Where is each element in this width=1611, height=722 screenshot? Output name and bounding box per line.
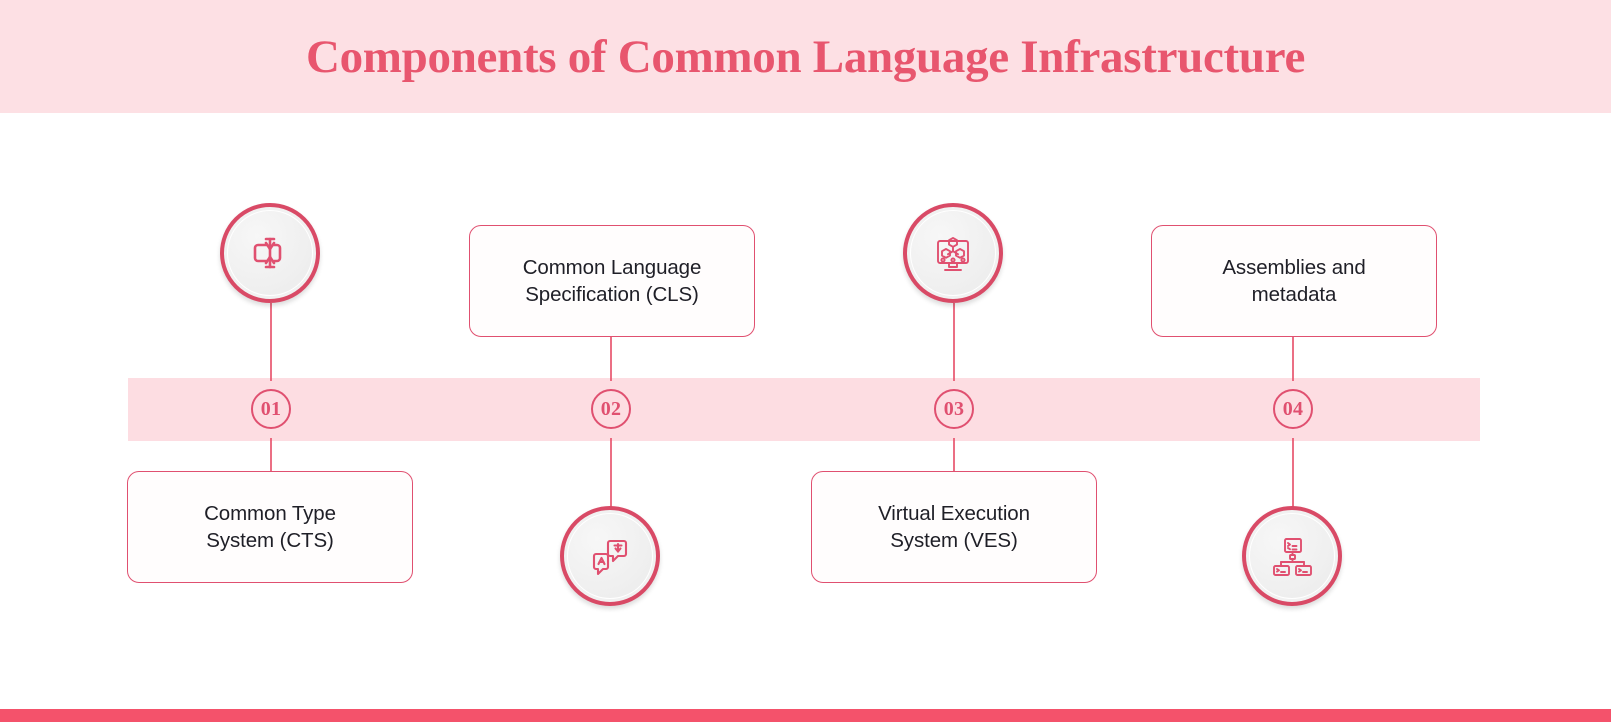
icon-circle-step-03[interactable]: [903, 203, 1003, 303]
number-badge-step-01: 01: [251, 389, 291, 429]
monitor-cubes-icon: [937, 237, 969, 271]
connector-step-02-top: [610, 337, 612, 381]
number-badge-label: 04: [1282, 398, 1304, 420]
label-box-step-02[interactable]: Common Language Specification (CLS): [469, 225, 755, 337]
label-box-step-03[interactable]: Virtual Execution System (VES): [811, 471, 1097, 583]
translation-icon: [592, 539, 628, 576]
icon-circle-step-02[interactable]: [560, 506, 660, 606]
icon-circle-step-04[interactable]: [1242, 506, 1342, 606]
number-badge-step-04: 04: [1273, 389, 1313, 429]
connector-step-03-bottom: [953, 438, 955, 471]
connector-step-01-bottom: [270, 438, 272, 471]
icon-inner-ring: [1249, 513, 1335, 599]
connector-step-04-bottom: [1292, 438, 1294, 508]
type-system-icon: [253, 237, 282, 269]
connector-step-01-top: [270, 303, 272, 381]
number-badge-step-03: 03: [934, 389, 974, 429]
number-badge-step-02: 02: [591, 389, 631, 429]
icon-inner-ring: [910, 210, 996, 296]
infographic-canvas: 01 Common Type System (CTS) Common Langu…: [0, 113, 1611, 709]
label-box-text: Common Type System (CTS): [204, 501, 336, 552]
connector-step-04-top: [1292, 337, 1294, 381]
number-badge-label: 02: [600, 398, 622, 420]
number-badge-label: 03: [943, 398, 965, 420]
icon-circle-step-01[interactable]: [220, 203, 320, 303]
bottom-accent-bar: [0, 709, 1611, 722]
assembly-hierarchy-icon: [1273, 538, 1312, 576]
header-band: Components of Common Language Infrastruc…: [0, 0, 1611, 113]
page-title: Components of Common Language Infrastruc…: [305, 30, 1306, 83]
label-box-step-01[interactable]: Common Type System (CTS): [127, 471, 413, 583]
label-box-text: Virtual Execution System (VES): [878, 501, 1030, 552]
label-box-step-04[interactable]: Assemblies and metadata: [1151, 225, 1437, 337]
timeline-bar: [128, 378, 1480, 441]
label-box-text: Common Language Specification (CLS): [522, 255, 702, 306]
label-box-text: Assemblies and metadata: [1222, 255, 1366, 306]
connector-step-02-bottom: [610, 438, 612, 508]
number-badge-label: 01: [260, 398, 282, 420]
connector-step-03-top: [953, 303, 955, 381]
